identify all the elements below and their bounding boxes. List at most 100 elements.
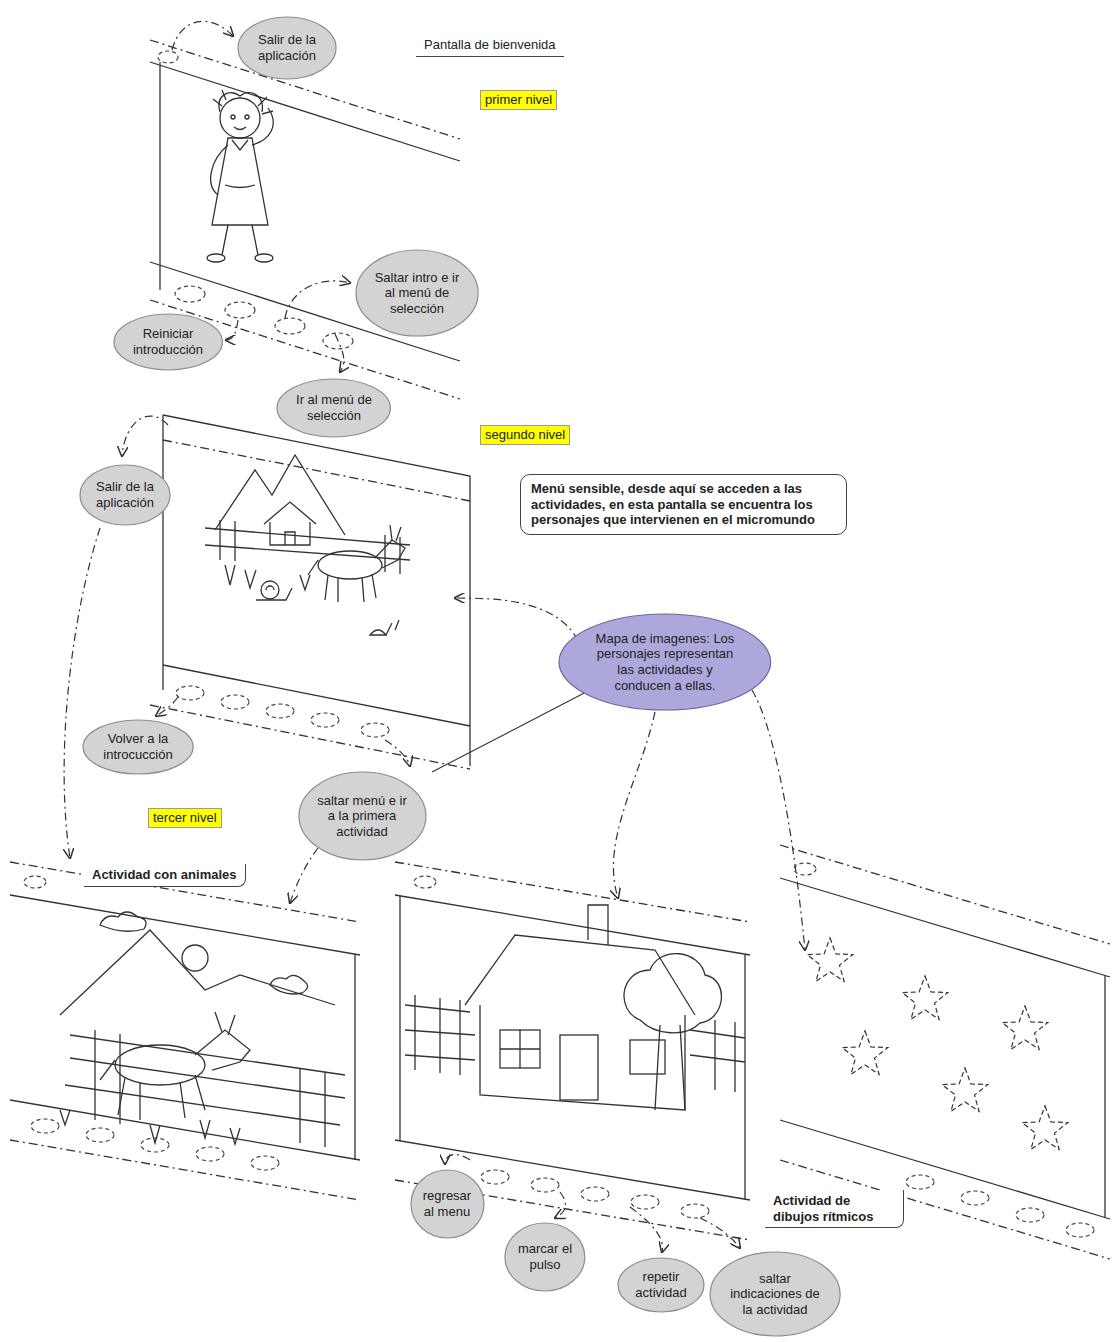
animal-scene-drawing [60,912,345,1147]
girl-drawing [207,90,273,262]
ellipse-outline [277,379,390,437]
node-text: Menú sensible, desde aquí se acceden a l… [531,481,815,527]
node-text: Salir de la aplicación [96,479,154,510]
girl-drawing [222,225,258,255]
farm-scene-drawing [205,528,410,560]
house-scene-drawing [415,995,460,1075]
ellipse-outline [80,465,170,525]
navigation-arrow [122,416,168,456]
girl-drawing [213,90,273,114]
text-block: Pantalla de bienvenida [424,37,556,53]
ellipse-outline [299,772,426,860]
navigation-arrow [335,334,344,372]
sprocket-hole [414,876,436,888]
node-text: tercer nivel [153,810,217,825]
navigation-arrow [555,1192,565,1218]
film-strip [10,862,360,922]
text-line: Pantalla de bienvenida [424,37,556,53]
animal-scene-drawing [215,1012,235,1035]
film-strip [162,415,163,690]
text-block: Volver a la introcucción [96,731,180,762]
farm-scene-drawing [261,581,279,599]
text-block: regresar al menu [418,1188,476,1219]
star-drawing [902,976,948,1019]
note-box: Menú sensible, desde aquí se acceden a l… [520,474,847,535]
animal-scene-drawing [95,1030,325,1147]
farm-scene-drawing [225,565,310,590]
leader-line [432,690,590,772]
farm-scene-drawing [256,588,292,600]
node-text: Ir al menú de selección [296,392,372,423]
farm-scene-drawing [370,620,399,635]
film-strip [159,62,160,290]
animal-scene-drawing [118,1075,205,1120]
house-scene-drawing [500,1030,540,1068]
film-strip [10,1100,360,1160]
animal-scene-drawing [270,975,308,994]
text-block: Reiniciar introducción [125,326,211,357]
navigation-arrow [290,848,318,903]
node-text: Reiniciar introducción [133,326,203,357]
navigation-arrow [752,690,805,950]
level-tag: segundo nivel [480,425,570,445]
screen-title: Pantalla de bienvenida [416,34,564,57]
text-line: repetir actividad [630,1269,692,1300]
text-line: regresar al menu [418,1188,476,1219]
ellipse-outline [83,720,193,774]
exit-button: Salir de la aplicación [237,16,337,80]
ellipse-outline [710,1252,840,1336]
node-text: primer nivel [485,92,552,107]
star-drawing [842,1031,888,1074]
sprocket-hole [31,1119,59,1133]
animal-scene-drawing [115,1045,205,1085]
house-scene-drawing [560,1035,598,1100]
level-tag: primer nivel [480,90,557,110]
navigation-arrow [700,1218,740,1248]
star-drawing [807,938,853,981]
navigation-arrow [385,740,410,766]
text-block: tercer nivel [153,810,217,826]
text-block: Menú sensible, desde aquí se acceden a l… [531,481,836,528]
sprocket-hole [361,723,389,737]
text-line: Actividad con animales [92,867,237,883]
text-block: Actividad de dibujos rítmicos [773,1193,895,1224]
sprocket-hole [175,286,205,302]
navigation-arrow [613,712,655,898]
sprocket-hole [794,863,1094,1237]
node-text: Saltar intro e ir al menú de selección [375,270,460,316]
sprocket-hole [581,1187,609,1201]
girl-drawing [234,127,246,130]
text-block: Salir de la aplicación [87,479,163,510]
text-block: Saltar intro e ir al menú de selección [374,270,460,317]
sprocket-hole [531,1178,559,1192]
node-text: saltar menú e ir a la primera actividad [317,793,407,839]
star-drawing [942,1068,988,1111]
action-button: regresar al menu [410,1169,485,1239]
farm-scene-drawing [308,560,318,575]
navigation-arrow [226,320,238,340]
sprocket-hole [275,318,305,334]
sprocket-hole [1016,1208,1044,1222]
text-line: Mapa de imagenes: Los personajes represe… [590,631,740,693]
text-line: Menú sensible, desde aquí se acceden a l… [531,481,836,528]
film-strip [150,705,470,769]
animal-scene-drawing [60,1110,240,1144]
image-map-note: Mapa de imagenes: Los personajes represe… [558,613,772,711]
girl-drawing [232,140,248,150]
sprocket-hole [311,713,339,727]
house-scene-drawing [655,1025,685,1110]
action-button: Ir al menú de selección [276,378,391,438]
sprocket-hole [24,876,279,1170]
text-line: Volver a la introcucción [96,731,180,762]
screen-title: Actividad de dibujos rítmicos [765,1190,904,1228]
action-button: saltar indicaciones de la actividad [709,1251,841,1337]
ellipse-outline [411,1170,484,1238]
film-strip [354,954,355,1160]
ellipse-outline [356,250,478,336]
level-tag: tercer nivel [148,808,222,828]
animal-scene-drawing [60,930,335,1015]
text-block: segundo nivel [485,427,565,443]
girl-drawing [220,98,260,138]
